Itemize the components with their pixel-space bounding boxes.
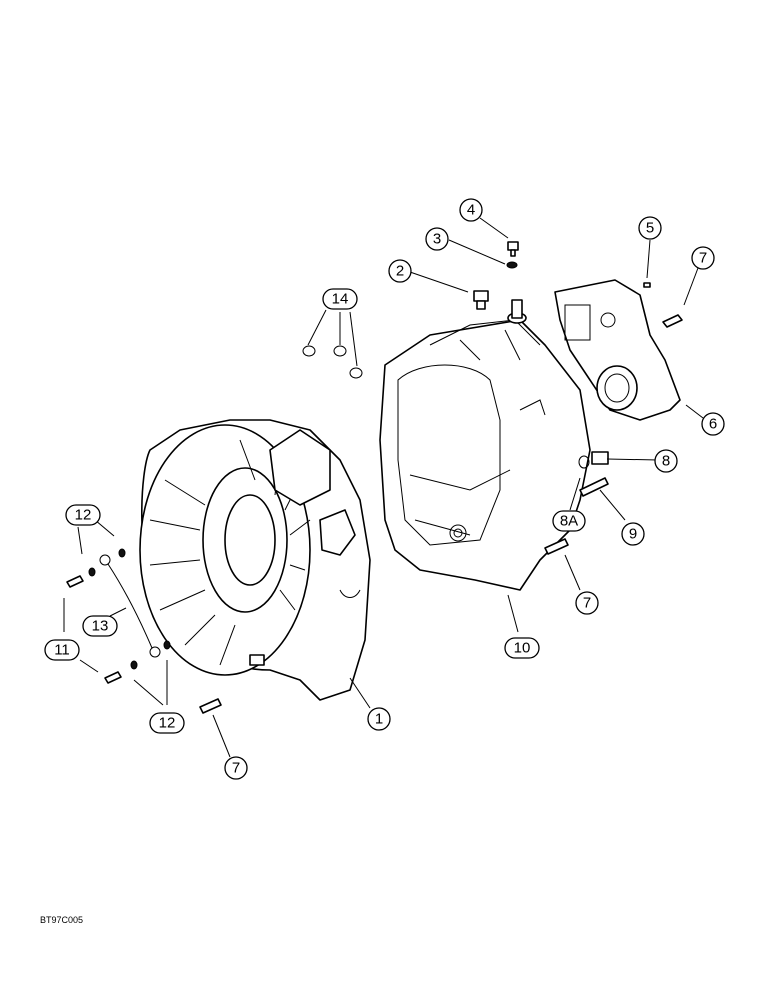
callout-10-label: 10 bbox=[514, 640, 531, 657]
callout-14: 14 bbox=[322, 288, 358, 310]
drawing-code: BT97C005 bbox=[40, 915, 84, 925]
callout-1-label: 1 bbox=[375, 711, 383, 728]
callout-13: 13 bbox=[82, 615, 118, 637]
callout-12-bottom: 12 bbox=[149, 712, 185, 734]
callout-12-top-label: 12 bbox=[75, 507, 92, 524]
callout-7-center: 7 bbox=[575, 591, 599, 615]
callout-3-label: 3 bbox=[433, 231, 441, 248]
callout-7-top-label: 7 bbox=[699, 250, 707, 267]
callout-8: 8 bbox=[654, 449, 678, 473]
callout-1: 1 bbox=[367, 707, 391, 731]
callout-4: 4 bbox=[459, 198, 483, 222]
callout-2: 2 bbox=[388, 259, 412, 283]
callout-9: 9 bbox=[621, 522, 645, 546]
hardware-items bbox=[66, 241, 683, 714]
callout-7-top: 7 bbox=[691, 246, 715, 270]
side-cover-part-6 bbox=[554, 279, 681, 421]
callout-9-label: 9 bbox=[629, 526, 637, 543]
leader-lines bbox=[63, 217, 704, 758]
callout-8a: 8A bbox=[552, 510, 586, 532]
clutch-housing-part-1 bbox=[139, 419, 371, 701]
callout-14-label: 14 bbox=[332, 291, 349, 308]
callout-6: 6 bbox=[701, 412, 725, 436]
transmission-case-part-10 bbox=[379, 299, 591, 591]
callout-7-center-label: 7 bbox=[583, 595, 591, 612]
callout-6-label: 6 bbox=[709, 416, 717, 433]
callout-5-label: 5 bbox=[646, 220, 654, 237]
callout-13-label: 13 bbox=[92, 618, 109, 635]
callout-7-lower-label: 7 bbox=[232, 760, 240, 777]
callout-12-top: 12 bbox=[65, 504, 101, 526]
callout-2-label: 2 bbox=[396, 263, 404, 280]
callout-12-bottom-label: 12 bbox=[159, 715, 176, 732]
callout-5: 5 bbox=[638, 216, 662, 240]
callout-11-label: 11 bbox=[54, 642, 70, 659]
callout-8-label: 8 bbox=[662, 453, 670, 470]
callout-3: 3 bbox=[425, 227, 449, 251]
callout-4-label: 4 bbox=[467, 202, 475, 219]
callout-8a-label: 8A bbox=[560, 513, 578, 530]
callout-10: 10 bbox=[504, 637, 540, 659]
callout-7-lower: 7 bbox=[224, 756, 248, 780]
callout-11: 11 bbox=[44, 639, 80, 661]
